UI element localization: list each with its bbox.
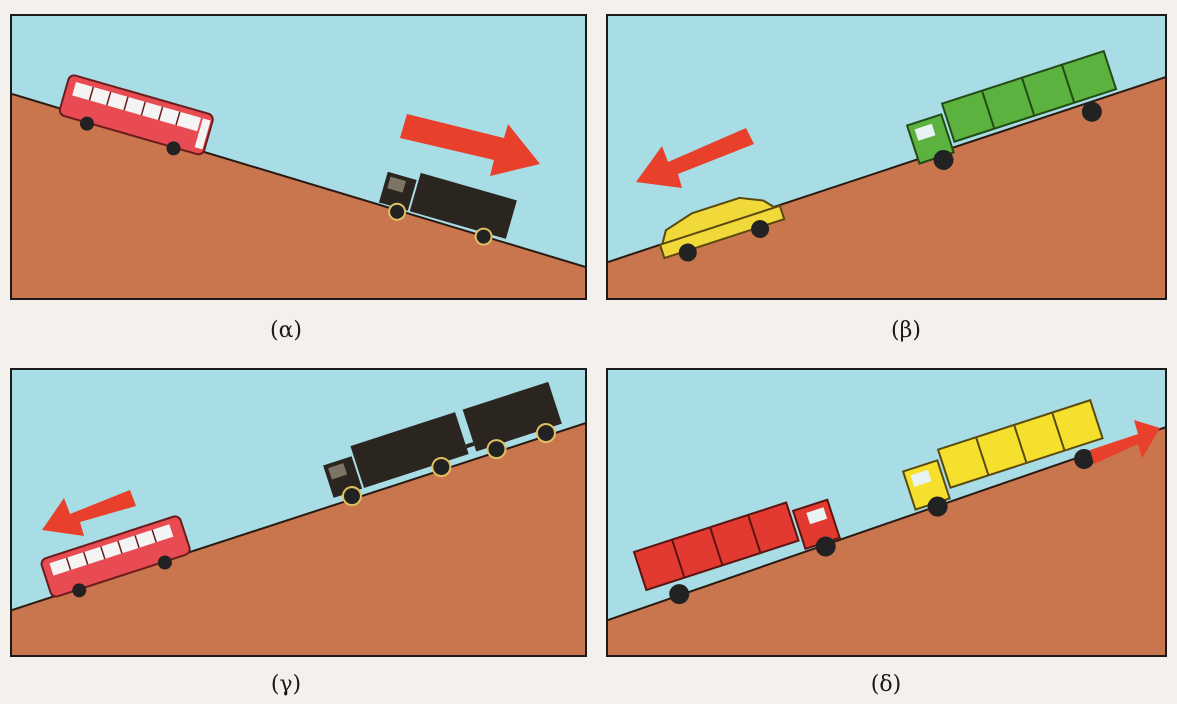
caption-alpha: (α) xyxy=(246,318,326,343)
panel-delta xyxy=(606,368,1167,657)
panel-alpha xyxy=(10,14,587,300)
panel-gamma xyxy=(10,368,587,657)
panel-alpha-scene xyxy=(12,16,587,300)
panel-delta-scene xyxy=(608,370,1167,657)
caption-delta: (δ) xyxy=(846,672,926,697)
panel-gamma-scene xyxy=(12,370,587,657)
motion-arrow xyxy=(42,490,136,536)
motion-arrow xyxy=(636,128,754,188)
caption-gamma: (γ) xyxy=(246,672,326,697)
caption-beta: (β) xyxy=(866,318,946,343)
panel-beta xyxy=(606,14,1167,300)
motion-arrow xyxy=(400,114,540,176)
panel-beta-scene xyxy=(608,16,1167,300)
